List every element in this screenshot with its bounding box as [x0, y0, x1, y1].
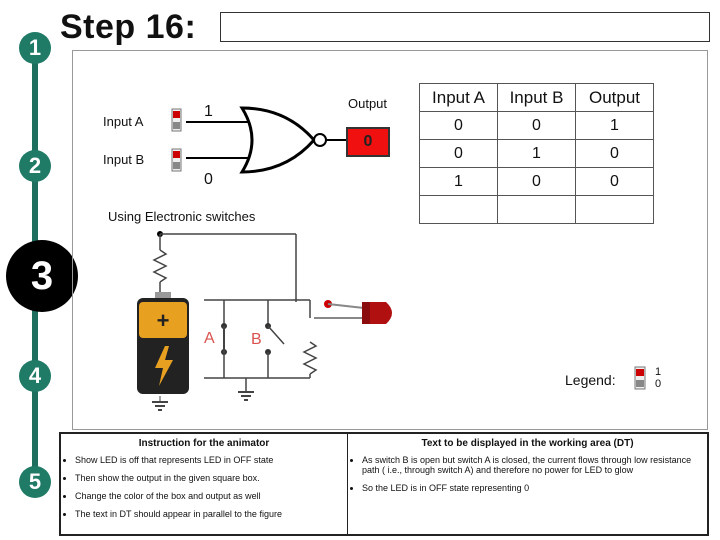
input-a-switch-icon[interactable] — [170, 108, 184, 132]
table-row — [419, 195, 654, 224]
legend-on-value: 1 — [655, 366, 662, 378]
list-item: Change the color of the box and output a… — [75, 491, 282, 502]
table-row: 0 1 0 — [419, 139, 654, 168]
switch-network-diagram — [204, 299, 318, 401]
step-2-marker[interactable]: 2 — [19, 150, 51, 182]
animator-list: Show LED is off that represents LED in O… — [61, 455, 288, 528]
dt-header: Text to be displayed in the working area… — [421, 438, 634, 449]
table-cell: 0 — [497, 111, 576, 140]
input-b-value: 0 — [204, 171, 213, 188]
animator-column: Instruction for the animator Show LED is… — [61, 434, 348, 534]
input-a-label: Input A — [103, 114, 144, 129]
table-cell: 0 — [497, 167, 576, 196]
header-output: Output — [575, 83, 654, 112]
table-cell: 1 — [419, 167, 498, 196]
step-5-marker[interactable]: 5 — [19, 466, 51, 498]
table-cell: 0 — [419, 139, 498, 168]
table-cell: 0 — [419, 111, 498, 140]
input-a-value: 1 — [204, 103, 213, 120]
ground-icon — [152, 396, 168, 411]
list-item: So the LED is in OFF state representing … — [362, 483, 701, 494]
title-box — [220, 12, 710, 42]
truth-table-header-row: Input A Input B Output — [419, 83, 654, 112]
switch-a-label: A — [204, 330, 215, 347]
instructions-panel: Instruction for the animator Show LED is… — [59, 432, 709, 536]
list-item: As switch B is open but switch A is clos… — [362, 455, 701, 476]
table-cell — [497, 195, 576, 224]
input-b-label: Input B — [103, 152, 145, 167]
battery-icon: + — [137, 292, 189, 394]
table-cell — [419, 195, 498, 224]
svg-text:+: + — [157, 308, 170, 333]
circuit-caption: Using Electronic switches — [108, 209, 256, 224]
dt-list: As switch B is open but switch A is clos… — [348, 455, 707, 502]
step-4-marker[interactable]: 4 — [19, 360, 51, 392]
table-row: 1 0 0 — [419, 167, 654, 196]
legend-off-value: 0 — [655, 378, 662, 390]
step-1-marker[interactable]: 1 — [19, 32, 51, 64]
output-box: 0 — [346, 127, 390, 157]
table-row: 0 0 1 — [419, 111, 654, 140]
dt-column: Text to be displayed in the working area… — [348, 434, 707, 534]
step-3-marker[interactable]: 3 — [6, 240, 78, 312]
led-icon — [314, 300, 392, 324]
animator-header: Instruction for the animator — [138, 438, 270, 449]
switch-b-label: B — [251, 331, 262, 348]
input-b-switch-icon[interactable] — [170, 148, 184, 172]
table-cell — [575, 195, 654, 224]
truth-table: Input A Input B Output 0 0 1 0 1 0 1 0 0 — [419, 83, 654, 224]
list-item: Show LED is off that represents LED in O… — [75, 455, 282, 466]
table-cell: 0 — [575, 139, 654, 168]
nor-gate-diagram — [186, 106, 346, 174]
table-cell: 1 — [497, 139, 576, 168]
list-item: The text in DT should appear in parallel… — [75, 509, 282, 520]
legend-switch-icon — [634, 366, 646, 390]
table-cell: 0 — [575, 167, 654, 196]
legend-label: Legend: — [565, 372, 616, 388]
header-input-a: Input A — [419, 83, 498, 112]
working-area — [72, 50, 708, 430]
table-cell: 1 — [575, 111, 654, 140]
step-title: Step 16: — [60, 8, 197, 46]
header-input-b: Input B — [497, 83, 576, 112]
list-item: Then show the output in the given square… — [75, 473, 282, 484]
output-label: Output — [348, 96, 388, 111]
